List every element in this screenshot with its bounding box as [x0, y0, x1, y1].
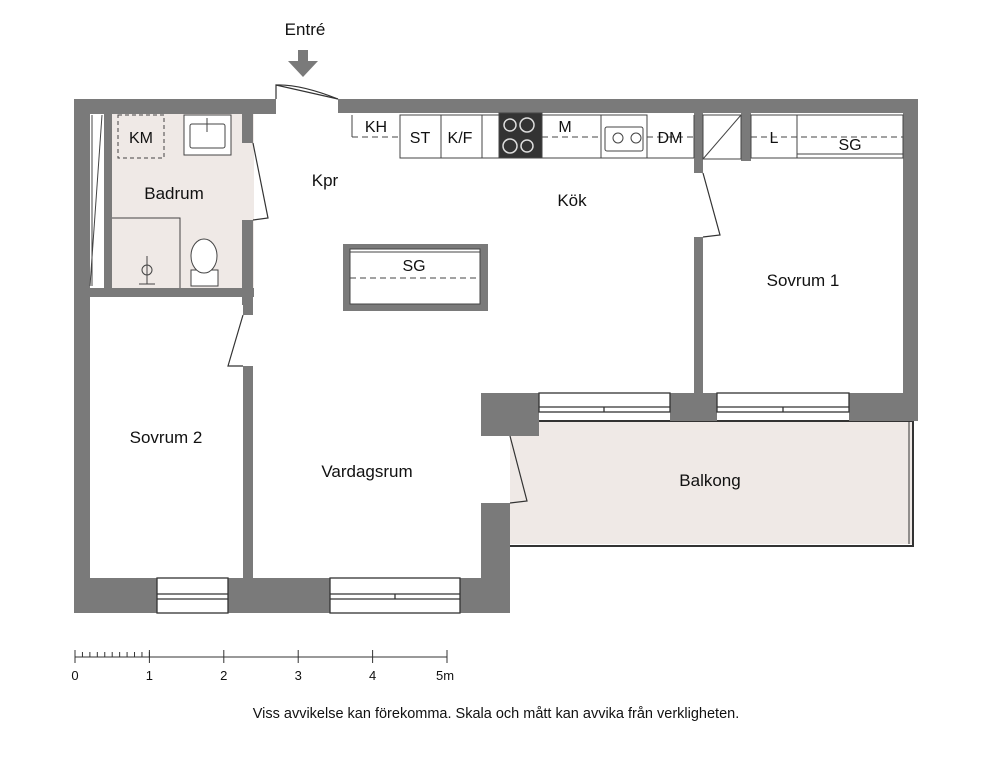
scale-labels: 0 1 2 3 4 5m — [71, 668, 454, 683]
scale-label: 0 — [71, 668, 78, 683]
room-label-vardagsrum: Vardagsrum — [321, 462, 412, 481]
fixture-label-km: KM — [129, 130, 153, 147]
fixture-label-l: L — [770, 130, 779, 147]
entrance-label: Entré — [285, 20, 326, 39]
fixture-label-st: ST — [410, 130, 431, 147]
room-label-badrum: Badrum — [144, 184, 204, 203]
fixture-label-kf: K/F — [448, 130, 473, 147]
fixture-label-m: M — [558, 119, 571, 136]
fixture-label-dm: DM — [658, 130, 683, 147]
scale-bar — [74, 650, 448, 663]
disclaimer-text: Viss avvikelse kan förekomma. Skala och … — [252, 706, 740, 722]
windows — [156, 392, 850, 614]
room-label-sovrum1: Sovrum 1 — [767, 271, 840, 290]
scale-label: 5m — [436, 668, 454, 683]
island-closet — [343, 244, 488, 311]
entrance-arrow-icon — [288, 50, 318, 77]
room-label-balkong: Balkong — [679, 471, 740, 490]
fixture-label-kh: KH — [365, 119, 387, 136]
scale-label: 3 — [295, 668, 302, 683]
room-label-kok: Kök — [557, 191, 587, 210]
room-label-kpr: Kpr — [312, 171, 339, 190]
fixture-label-sg-closet: SG — [838, 137, 861, 154]
bedroom1-closets — [702, 114, 904, 160]
room-label-sovrum2: Sovrum 2 — [130, 428, 203, 447]
bathroom-fixtures — [89, 114, 232, 288]
doors — [227, 84, 721, 504]
floor-plan: Entré Badrum Kpr Kök Sovrum 1 Sovrum 2 V… — [71, 20, 918, 683]
scale-label: 4 — [369, 668, 376, 683]
walls — [74, 99, 918, 613]
kitchen-counter — [351, 112, 695, 159]
scale-label: 1 — [146, 668, 153, 683]
scale-label: 2 — [220, 668, 227, 683]
fixture-label-sg-island: SG — [402, 258, 425, 275]
balcony-floor — [510, 421, 913, 544]
